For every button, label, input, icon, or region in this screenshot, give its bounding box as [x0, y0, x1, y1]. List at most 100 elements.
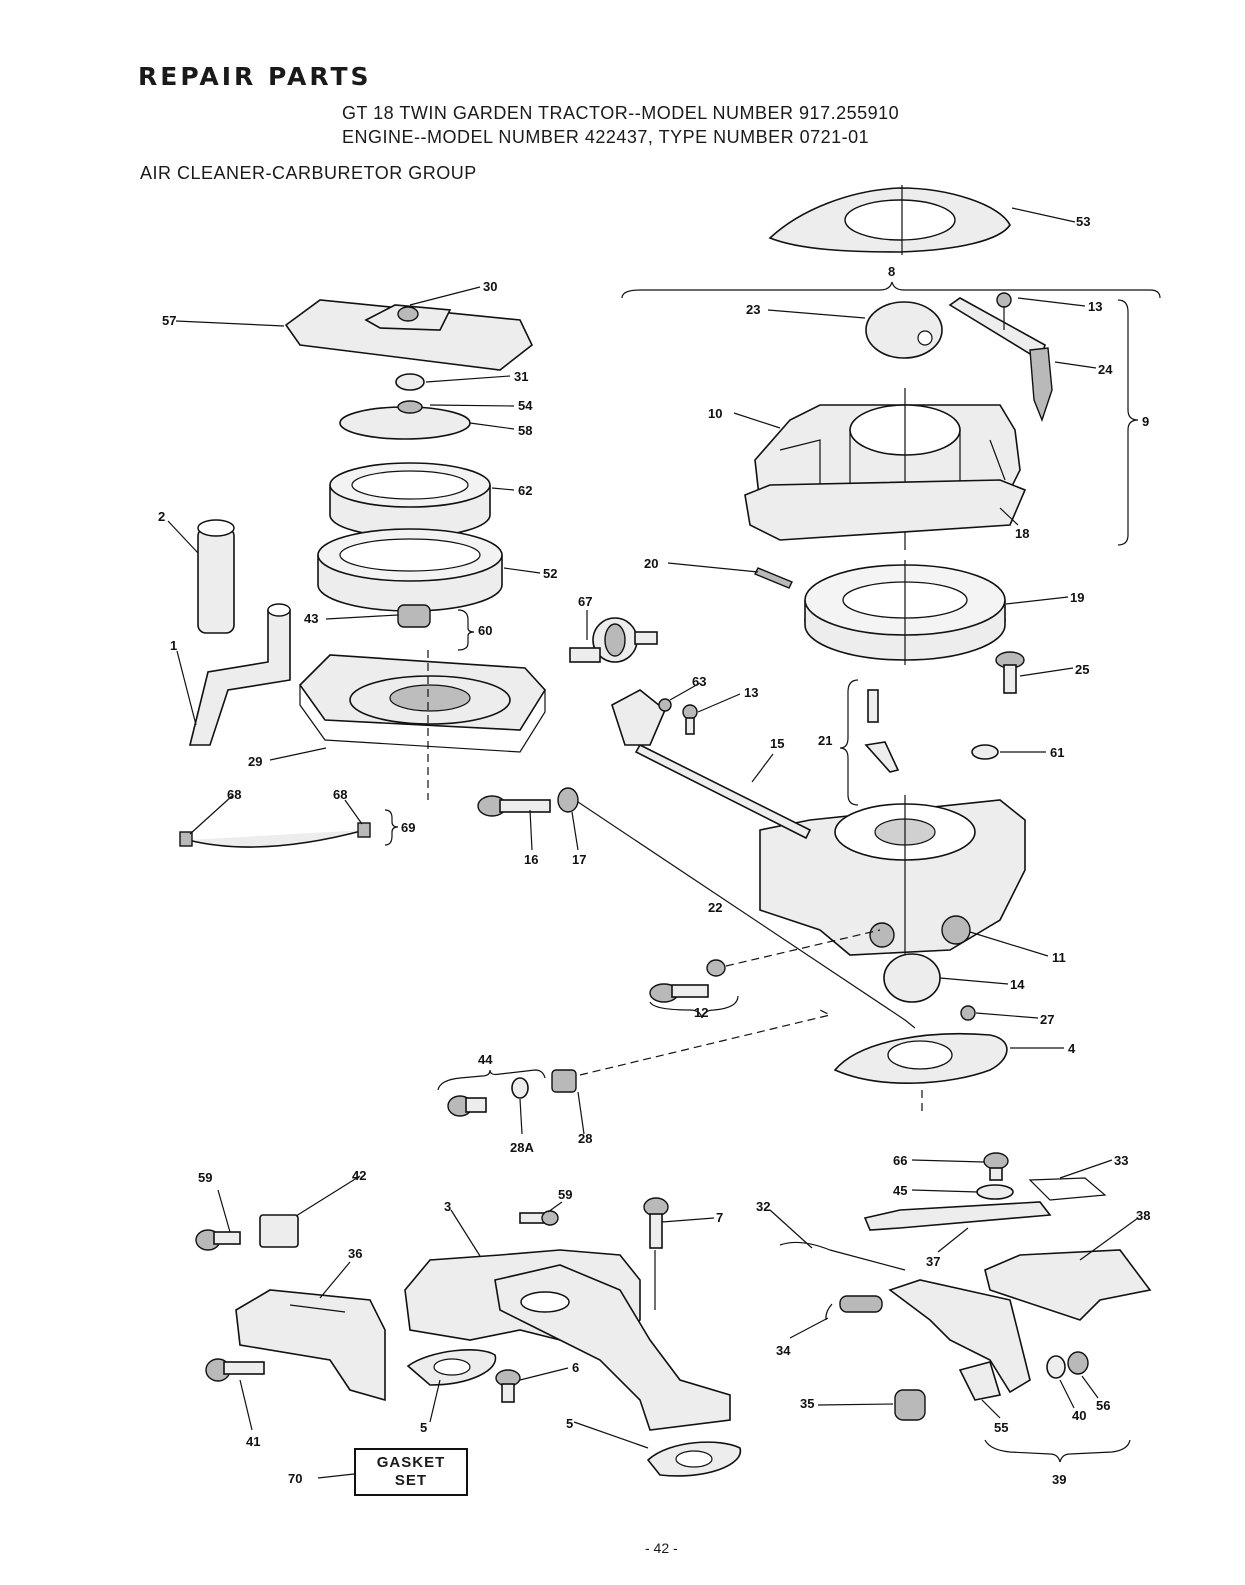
- part-23-choke-plate: [865, 301, 943, 359]
- callout-54: 54: [518, 398, 533, 413]
- callout-28a: 28A: [510, 1140, 534, 1155]
- part-19-float: [804, 560, 1006, 665]
- part-59-screw-center: [519, 1210, 559, 1226]
- part-6-screw: [495, 1369, 521, 1403]
- part-41-screw: [205, 1358, 265, 1382]
- callout-31: 31: [514, 369, 528, 384]
- callout-58: 58: [518, 423, 532, 438]
- part-44-fitting: [447, 1095, 487, 1117]
- callout-1: 1: [170, 638, 177, 653]
- part-33-link: [1028, 1177, 1107, 1201]
- part-67-primer: [569, 617, 658, 663]
- part-2-breather-tube: [197, 519, 235, 634]
- callout-21: 21: [818, 733, 832, 748]
- callout-33: 33: [1114, 1153, 1128, 1168]
- part-1-breather-hose: [188, 603, 291, 746]
- callout-34: 34: [776, 1343, 791, 1358]
- part-13-screw-lower: [682, 704, 698, 735]
- callout-27: 27: [1040, 1012, 1054, 1027]
- callout-62: 62: [518, 483, 532, 498]
- callout-59-left: 59: [198, 1170, 212, 1185]
- callout-5-right: 5: [566, 1416, 573, 1431]
- part-22-lower-carburetor-body: [759, 795, 1026, 960]
- part-12-main-needle: [649, 929, 881, 1019]
- callout-37: 37: [926, 1254, 940, 1269]
- dashed-leader-28: [579, 1009, 832, 1076]
- part-5-gasket-left: [406, 1349, 497, 1386]
- callout-32: 32: [756, 1199, 770, 1214]
- part-21-inlet-needle-seat: [839, 679, 900, 806]
- callout-24: 24: [1098, 362, 1113, 377]
- callout-43: 43: [304, 611, 318, 626]
- part-3-intake-manifold: [404, 1249, 731, 1431]
- part-45-washer: [976, 1184, 1014, 1200]
- part-36-bracket: [235, 1289, 386, 1402]
- callout-66: 66: [893, 1153, 907, 1168]
- bracket-39: [984, 1439, 1131, 1463]
- callout-63: 63: [692, 674, 706, 689]
- part-24-choke-lever: [948, 292, 1053, 423]
- callout-69: 69: [401, 820, 415, 835]
- leader-lines: [167, 207, 1139, 1479]
- callout-36: 36: [348, 1246, 362, 1261]
- part-14-throttle-plate: [883, 953, 941, 1003]
- callout-57: 57: [162, 313, 176, 328]
- part-4-gasket: [833, 1032, 1008, 1115]
- part-31-nut: [395, 373, 425, 391]
- part-62-filter-element: [329, 462, 491, 538]
- callout-25: 25: [1075, 662, 1089, 677]
- engine-model-line: ENGINE--MODEL NUMBER 422437, TYPE NUMBER…: [342, 127, 870, 147]
- callout-45: 45: [893, 1183, 907, 1198]
- callout-4: 4: [1068, 1041, 1076, 1056]
- part-28-fitting: [551, 1069, 577, 1093]
- part-39-governor-lever: [888, 1279, 1031, 1394]
- part-32-link: [779, 1241, 906, 1271]
- callout-56: 56: [1096, 1398, 1110, 1413]
- part-52-precleaner: [317, 528, 503, 612]
- callout-29: 29: [248, 754, 262, 769]
- callout-52: 52: [543, 566, 557, 581]
- callout-35: 35: [800, 1396, 814, 1411]
- part-61-washer: [971, 744, 999, 760]
- callout-19: 19: [1070, 590, 1084, 605]
- part-37-lever: [863, 1201, 1052, 1231]
- part-20-float-pin: [754, 567, 793, 589]
- callout-20: 20: [644, 556, 658, 571]
- callout-30: 30: [483, 279, 497, 294]
- page-title: REPAIR PARTS: [138, 62, 372, 91]
- callout-16: 16: [524, 852, 538, 867]
- callout-22: 22: [708, 900, 722, 915]
- part-55-clamp: [958, 1361, 1002, 1401]
- callout-11: 11: [1052, 950, 1066, 965]
- part-40-washer: [1046, 1355, 1066, 1379]
- callout-68-left: 68: [227, 787, 241, 802]
- callout-7: 7: [716, 1210, 723, 1225]
- callout-13-top: 13: [1088, 299, 1102, 314]
- callout-61: 61: [1050, 745, 1064, 760]
- part-7-screw: [643, 1197, 669, 1249]
- callout-68-right: 68: [333, 787, 347, 802]
- page-number: - 42 -: [645, 1540, 678, 1556]
- part-53-gasket: [768, 185, 1011, 255]
- callout-23: 23: [746, 302, 760, 317]
- part-25-screw: [995, 651, 1025, 694]
- callout-10: 10: [708, 406, 722, 421]
- callout-60: 60: [478, 623, 492, 638]
- callout-55: 55: [994, 1420, 1008, 1435]
- callout-12: 12: [694, 1005, 708, 1020]
- tractor-model-line: GT 18 TWIN GARDEN TRACTOR--MODEL NUMBER …: [342, 103, 900, 123]
- part-29-air-cleaner-base: [298, 650, 546, 800]
- part-57-air-cleaner-cover: [284, 299, 533, 371]
- callout-9: 9: [1142, 414, 1149, 429]
- part-27-screw: [960, 1005, 976, 1021]
- callout-2: 2: [158, 509, 165, 524]
- gasket-set-box: GASKET SET: [354, 1448, 468, 1496]
- callout-6: 6: [572, 1360, 579, 1375]
- part-42-plate: [259, 1214, 299, 1248]
- callout-59-center: 59: [558, 1187, 572, 1202]
- part-56-nut: [1067, 1351, 1089, 1375]
- callout-40: 40: [1072, 1408, 1086, 1423]
- part-66-screw: [983, 1152, 1009, 1181]
